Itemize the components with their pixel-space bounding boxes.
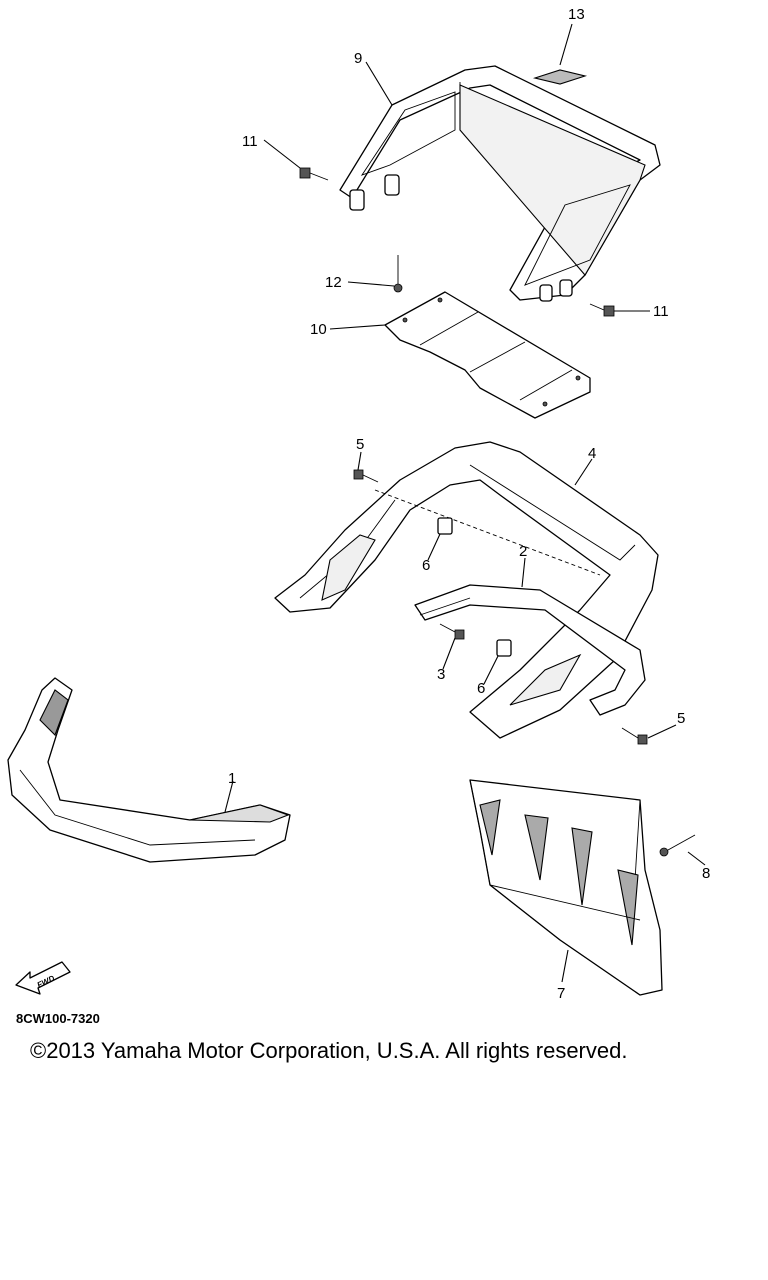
callout-3: 3 bbox=[437, 666, 445, 683]
callout-12: 12 bbox=[325, 274, 342, 291]
bolt-3 bbox=[454, 629, 465, 640]
copyright-notice: ©2013 Yamaha Motor Corporation, U.S.A. A… bbox=[30, 1038, 628, 1063]
parts-diagram: FWD 9 13 11 11 12 10 5 4 6 2 3 6 5 1 8 7 bbox=[7, 6, 710, 1002]
callout-1: 1 bbox=[228, 770, 236, 787]
clip-lower bbox=[496, 639, 512, 657]
diagram-code: 8CW100-7320 bbox=[16, 1011, 100, 1026]
callout-7: 7 bbox=[557, 985, 565, 1002]
callout-4: 4 bbox=[588, 445, 596, 462]
rack-label bbox=[532, 69, 588, 85]
rear-fender bbox=[274, 441, 659, 739]
callout-6-lower: 6 bbox=[477, 680, 485, 697]
callout-6-upper: 6 bbox=[422, 557, 430, 574]
rear-rack bbox=[339, 65, 661, 302]
callout-8: 8 bbox=[702, 865, 710, 882]
rivet-8 bbox=[659, 834, 696, 857]
rack-plate bbox=[384, 291, 591, 419]
bolt-5-lower bbox=[637, 734, 648, 745]
mud-flap bbox=[469, 779, 663, 996]
callout-5-lower: 5 bbox=[677, 710, 685, 727]
bolt-left bbox=[299, 167, 329, 181]
callout-2: 2 bbox=[519, 543, 527, 560]
fender-stay bbox=[414, 584, 646, 716]
rivet-top bbox=[393, 255, 403, 293]
callout-10: 10 bbox=[310, 321, 327, 338]
callout-11-left: 11 bbox=[242, 133, 258, 150]
callout-5-upper: 5 bbox=[356, 436, 364, 453]
callout-11-right: 11 bbox=[653, 303, 669, 320]
front-bumper bbox=[7, 677, 291, 863]
callout-13: 13 bbox=[568, 6, 585, 23]
leader-lines bbox=[224, 23, 706, 983]
callout-9: 9 bbox=[354, 50, 362, 67]
bolt-right bbox=[589, 303, 615, 317]
fwd-arrow-icon: FWD bbox=[15, 961, 71, 995]
clip-upper bbox=[437, 517, 453, 535]
bolt-5-upper bbox=[353, 469, 364, 480]
